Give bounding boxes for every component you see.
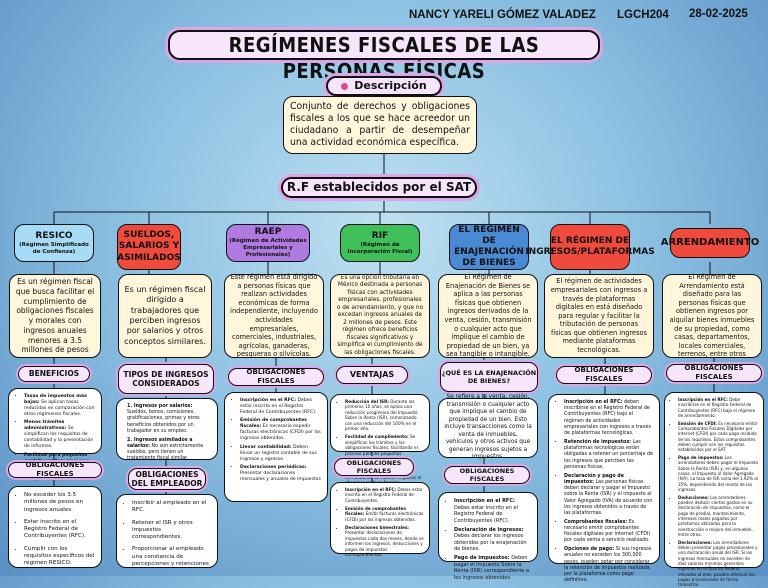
regime-description-raep: Este régimen está dirigido a personas fí… [224, 273, 324, 358]
list-item: Inscripción en el RFC: Debes estar inscr… [240, 398, 321, 416]
section-list-obligaciones-enajenacion: Inscripción en el RFC: Debes estar inscr… [438, 492, 538, 581]
regime-tag-enajenacion: EL RÉGIMEN DE ENAJENACIÓN DE BIENES [449, 224, 529, 270]
section-title-obligaciones-arrendamiento: OBLIGACIONES FISCALES [666, 364, 762, 382]
regime-description-resico: Es un régimen fiscal que busca facilitar… [9, 274, 101, 358]
list-item: Inscripción en el RFC: deben inscribirse… [564, 400, 653, 437]
list-item: Tasas de impuestos más bajas: Se aplican… [24, 394, 95, 418]
list-item: Emisión de comprobantes fiscales: Emitir… [345, 506, 424, 522]
list-item: Declaraciones: Los arrendadores deben pr… [678, 540, 759, 588]
regime-name: ARRENDAMIENTO [660, 236, 760, 248]
list-item: Declaraciones bimestrales: Presentar dec… [345, 525, 424, 558]
list-item: Proporcionar al empleado una constancia … [132, 546, 211, 568]
list-item: Pago de impuestos: Deben pagar el Impues… [454, 555, 531, 581]
list-item: Menos trámites administrativos: Se simpl… [24, 420, 95, 450]
list-item: Inscribir al empleado en el RFC. [132, 500, 211, 515]
list-item: 1. Ingresos por salarios: Sueldos, bonos… [127, 404, 200, 434]
section-title-beneficios: BENEFICIOS [18, 366, 90, 382]
list-item: Retener el ISR y otros impuestos corresp… [132, 520, 211, 542]
regime-description-enajenacion: El Régimen de Enajenación de Bienes se a… [438, 273, 538, 358]
section-title-obligaciones-enajenacion: OBLIGACIONES FISCALES [444, 466, 530, 484]
list-item: Retención de impuestos: Las plataformas … [564, 440, 653, 471]
list-item: Comprobantes fiscales: Es necesario emit… [564, 520, 653, 545]
section-list-beneficios: Tasas de impuestos más bajas: Se aplican… [8, 388, 102, 482]
list-item: Deducciones: Los arrendadores pueden ded… [678, 495, 759, 538]
regime-subtitle: (Régimen de Actividades Empresariales y … [229, 238, 307, 259]
list-item: Opciones de pago: Si sus ingresos anuale… [564, 547, 653, 584]
section-title-obligaciones-rif: OBLIGACIONES FISCALES [334, 458, 414, 476]
regime-tag-arrendamiento: ARRENDAMIENTO [661, 228, 759, 258]
list-item: 2. Ingresos asimilados a salarios: No so… [127, 437, 204, 462]
regime-name: SUELDOS, SALARIOS Y ASIMILADOS [117, 230, 181, 263]
list-item: Estar inscrito en el Registro Federal de… [24, 519, 95, 541]
regime-description-sueldos: Es un régimen fiscal dirigido a trabajad… [118, 274, 212, 358]
list-item: Declaración de ingresos: Debes declarar … [454, 527, 531, 553]
regime-description-rif: Es una opción tributaria en México desti… [330, 274, 430, 358]
descripcion-text: Conjunto de derechos y obligaciones fisc… [283, 96, 477, 154]
page-title: REGÍMENES FISCALES DE LAS PERSONAS FÍSIC… [168, 30, 600, 83]
section-list-tipos-ingresos: 1. Ingresos por salarios: Sueldos, bonos… [116, 398, 218, 462]
regime-subtitle: (Régimen Simplificado de Confianza) [19, 241, 89, 255]
list-item: No exceder los 3.5 millones de pesos en … [24, 492, 95, 514]
regime-description-arrendamiento: El Régimen de Arrendamiento está diseñad… [662, 273, 762, 358]
section-list-obligaciones-arrendamiento: Inscripción en el RFC: Debe inscribirse … [664, 392, 764, 587]
regime-name: RIF [371, 230, 389, 241]
list-item: Pago de impuestos: Los arrendadores debe… [678, 455, 759, 492]
descripcion-label-text: Descripción [354, 79, 427, 92]
list-item: Emisión de CFDI: Es necesario emitir Com… [678, 421, 759, 453]
regime-name: RAEP [254, 227, 282, 238]
list-item: Reducción del ISR: Durante los primeros … [345, 399, 424, 432]
list-item: Llevar contabilidad: Deben llevar un reg… [240, 445, 321, 463]
list-item: Inscripción en el RFC: Debes estar inscr… [345, 487, 424, 503]
section-list-obligaciones-plataformas: Inscripción en el RFC: deben inscribirse… [548, 394, 660, 583]
regime-description-plataformas: El régimen de actividades empresariales … [544, 274, 654, 358]
list-item: Declaraciones periódicas: Presentar decl… [240, 465, 321, 483]
list-item: Inscripción en el RFC: Debes estar inscr… [454, 498, 531, 524]
date: 28-02-2025 [689, 8, 748, 20]
connector-lines [53, 154, 715, 494]
group-code: LGCH204 [617, 9, 669, 21]
regime-tag-resico: RESICO (Régimen Simplificado de Confianz… [14, 224, 94, 262]
section-list-obligaciones-rif: Inscripción en el RFC: Debes estar inscr… [330, 482, 430, 557]
list-item: Cumplir con los requisitos específicos d… [24, 546, 95, 568]
section-title-obligaciones-plataformas: OBLIGACIONES FISCALES [556, 366, 652, 384]
list-item: Declaración y pago de impuestos: Las per… [564, 474, 653, 518]
section-list-ventajas: Reducción del ISR: Durante los primeros … [330, 394, 430, 485]
section-title-obligaciones-empleador: OBLIGACIONES DEL EMPLEADOR [128, 468, 206, 490]
author-name: NANCY YARELI GÓMEZ VALADEZ [409, 9, 596, 21]
descripcion-label: Descripción [326, 76, 442, 96]
section-list-obligaciones-empleador: Inscribir al empleado en el RFC. Retener… [116, 494, 218, 568]
section-title-que-es-enajenacion: ¿QUÉ ES LA ENAJENACIÓN DE BIENES? [440, 362, 538, 392]
regime-tag-sueldos: SUELDOS, SALARIOS Y ASIMILADOS [117, 224, 181, 270]
section-title-obligaciones-raep: OBLIGACIONES FISCALES [228, 368, 324, 386]
regime-tag-plataformas: EL RÉGIMEN DE INGRESOS/PLATAFORMAS [525, 224, 655, 270]
section-title-tipos-ingresos: TIPOS DE INGRESOS CONSIDERADOS [118, 364, 214, 394]
regime-subtitle: (Régimen de Incorporación Fiscal) [347, 241, 413, 255]
regime-name: EL RÉGIMEN DE ENAJENACIÓN DE BIENES [454, 224, 524, 269]
list-item: Inscripción en el RFC: Debe inscribirse … [678, 397, 759, 418]
regime-name: EL RÉGIMEN DE INGRESOS/PLATAFORMAS [525, 235, 655, 257]
bullet-dot-icon [341, 82, 349, 90]
rf-label: R.F establecidos por el SAT [281, 177, 477, 198]
section-list-obligaciones-raep: Inscripción en el RFC: Debes estar inscr… [224, 392, 328, 502]
section-title-obligaciones-resico: OBLIGACIONES FISCALES [8, 461, 102, 478]
regime-tag-raep: RAEP (Régimen de Actividades Empresarial… [226, 224, 310, 262]
section-title-ventajas: VENTAJAS [336, 366, 408, 384]
list-item: Emisión de comprobantes fiscales: Es nec… [240, 418, 321, 442]
regime-tag-rif: RIF (Régimen de Incorporación Fiscal) [340, 224, 420, 262]
regime-name: RESICO [35, 230, 73, 241]
section-list-obligaciones-resico: No exceder los 3.5 millones de pesos en … [8, 486, 102, 568]
section-text-que-es-enajenacion: Se refiere a la venta, cesión, transmisi… [438, 394, 538, 460]
